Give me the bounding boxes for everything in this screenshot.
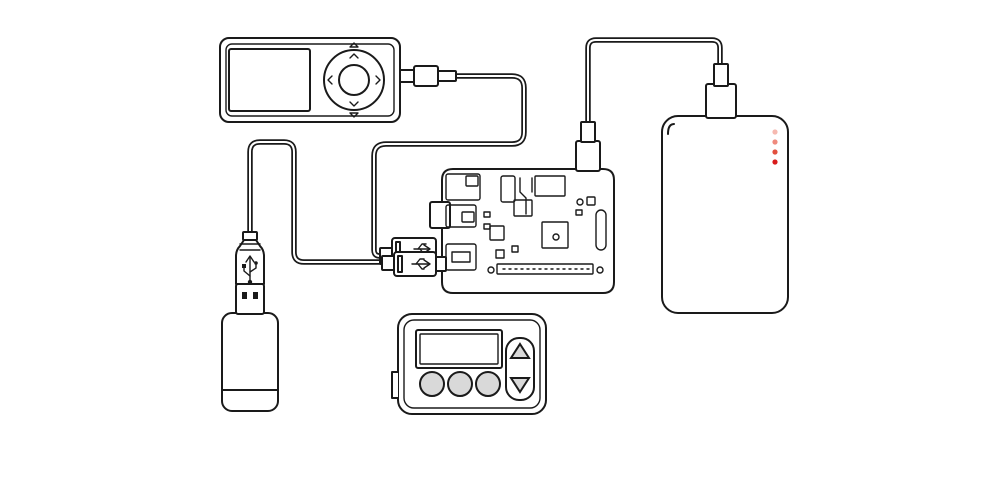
usb-stick-body <box>221 312 279 412</box>
pager-screen <box>415 329 503 369</box>
cable-usb-stick-to-board <box>247 139 385 265</box>
usb-stick-connector <box>235 283 265 315</box>
pager-up-arrow-icon <box>509 342 531 359</box>
usb-stick <box>221 231 279 412</box>
power-bank-body <box>661 115 789 314</box>
board-outline <box>441 168 615 294</box>
cable-power-bank-to-board <box>585 37 723 127</box>
cables <box>247 37 723 265</box>
media-player-plug <box>399 65 457 87</box>
wheel-down-arrow-icon <box>349 101 359 107</box>
charge-led-1 <box>772 129 778 135</box>
usb-plug-lower <box>381 251 447 277</box>
power-bank-plug <box>705 63 737 119</box>
charge-led-3 <box>772 149 778 155</box>
charge-led-4 <box>772 159 778 165</box>
board-usb-plugs <box>379 237 447 277</box>
charge-led-2 <box>772 139 778 145</box>
pager-button-3 <box>475 371 501 397</box>
power-bank <box>661 63 789 314</box>
wheel-right-arrow-icon <box>375 75 381 85</box>
click-wheel-center-button <box>338 64 370 96</box>
board-power-plug <box>575 121 601 172</box>
wheel-left-arrow-icon <box>327 75 333 85</box>
pager-button-2 <box>447 371 473 397</box>
cable-media-player-to-board <box>371 73 527 259</box>
bottom-indicator-icon <box>349 112 359 118</box>
media-player-screen <box>228 48 311 112</box>
power-bank-charge-leds <box>772 129 778 165</box>
board-gpio-header <box>496 263 594 275</box>
board-processor-chip <box>541 221 569 249</box>
media-player <box>219 37 457 123</box>
wheel-up-arrow-icon <box>349 53 359 59</box>
pager-device <box>391 313 547 415</box>
pager-button-1 <box>419 371 445 397</box>
usb-symbol-icon <box>242 255 258 285</box>
pager-down-arrow-icon <box>509 377 531 394</box>
top-indicator-icon <box>349 42 359 48</box>
single-board-computer <box>429 121 615 294</box>
